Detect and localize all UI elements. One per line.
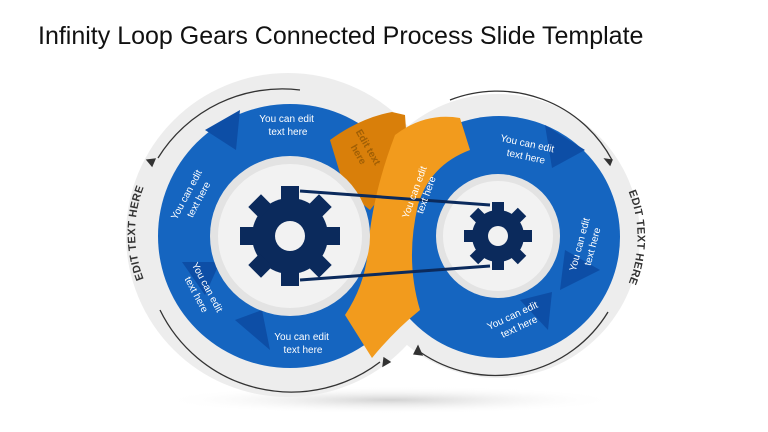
- floor-shadow: [160, 386, 620, 414]
- segment-dividers: [182, 110, 600, 350]
- left-segment-top[interactable]: You can edit text here: [259, 114, 316, 138]
- gear-icon: [240, 186, 340, 286]
- left-segment-bottom[interactable]: You can edit text here: [274, 332, 331, 356]
- slide-title: Infinity Loop Gears Connected Process Sl…: [38, 22, 644, 50]
- gear-belt: [299, 189, 491, 282]
- orange-band-main: [345, 116, 470, 358]
- gear-icon: [464, 202, 532, 270]
- circular-arrow-icon: [145, 88, 613, 393]
